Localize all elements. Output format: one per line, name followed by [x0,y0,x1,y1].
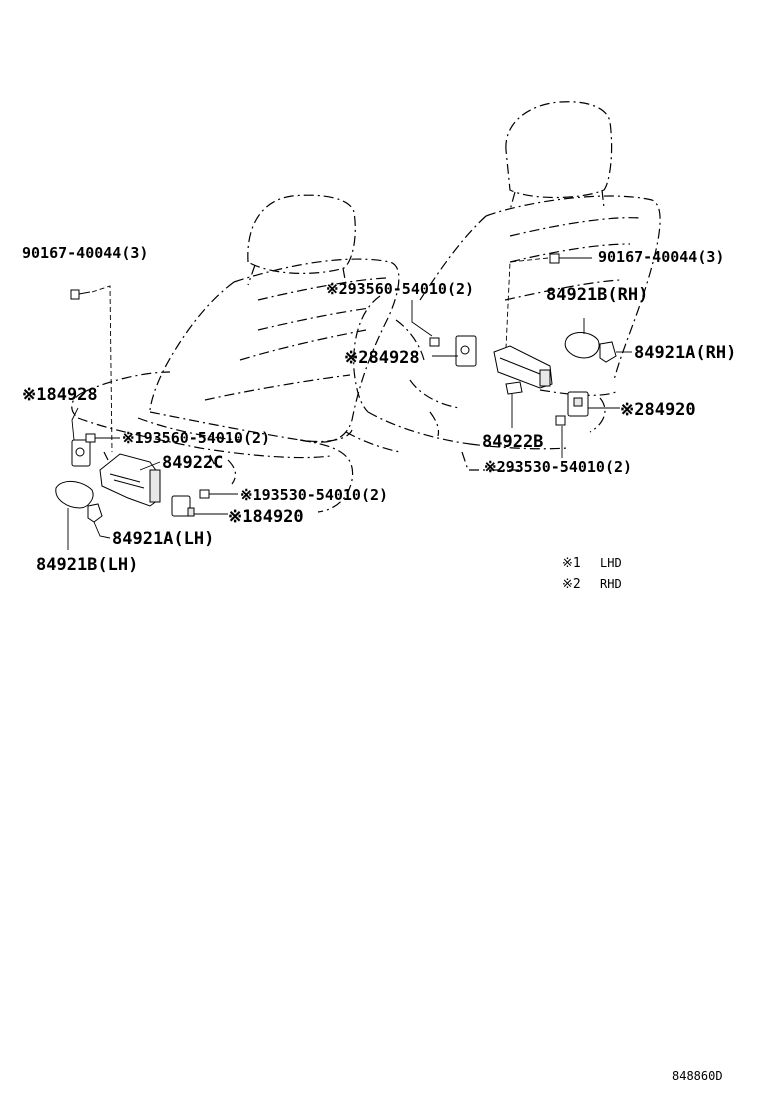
label-screw-lhd-top: ※193560-54010(2) [122,429,270,447]
diagram-id: 848860D [672,1069,723,1083]
screw-rhd-bottom-icon [555,415,566,426]
leader-bolt-left [91,285,113,453]
bolt-right-top-icon [549,253,592,264]
left-seat-outline [71,194,400,513]
label-84921a-lh: 84921A(LH) [112,529,214,549]
label-84920-rhd: ※284920 [620,400,696,420]
bolt-left-top-icon [70,289,91,300]
leader-84928-lhd [71,407,79,441]
switch-84928-rhd-icon [455,335,477,367]
leader-screw-rhd-top [411,300,433,337]
label-84922b: 84922B [482,432,543,452]
legend-text-1: LHD [600,556,622,570]
screw-lhd-top-icon [85,433,120,443]
label-screw-rhd-top: ※293560-54010(2) [326,280,474,298]
legend-mark-2: ※2 [562,577,581,592]
legend-text-2: RHD [600,577,622,591]
label-84921b-lh: 84921B(LH) [36,555,138,575]
legend: ※1 LHD ※2 RHD [562,556,622,592]
knob-84921a-rh-icon [599,341,617,363]
label-screw-rhd-bottom: ※293530-54010(2) [484,458,632,476]
leader-84922c [139,461,161,471]
knob-84921b-lh-icon [55,481,94,509]
switch-84920-rhd-icon [567,391,589,417]
leader-84921a-lh [93,521,111,539]
label-84928-rhd: ※284928 [344,348,420,368]
label-bolt-left-top: 90167-40044(3) [22,244,148,262]
switch-84928-lhd-icon [71,439,91,467]
screw-lhd-bottom-icon [199,489,238,499]
label-84920-lhd: ※184920 [228,507,304,527]
label-screw-lhd-bottom: ※193530-54010(2) [240,486,388,504]
label-84921a-rh: 84921A(RH) [634,343,736,363]
switch-84920-lhd-icon [171,495,195,517]
bracket-84922c-icon [99,453,161,507]
label-bolt-right-top: 90167-40044(3) [598,248,724,266]
label-84922c: 84922C [162,453,223,473]
bracket-84922b-icon [493,345,553,395]
right-seat-outline [345,101,661,471]
screw-rhd-top-icon [429,337,440,347]
legend-mark-1: ※1 [562,556,581,571]
knob-84921a-lh-icon [87,503,103,523]
label-84921b-rh: 84921B(RH) [546,285,648,305]
leader-bolt-right [505,257,549,349]
label-84928-lhd: ※184928 [22,385,98,405]
knob-84921b-rh-icon [564,332,600,359]
